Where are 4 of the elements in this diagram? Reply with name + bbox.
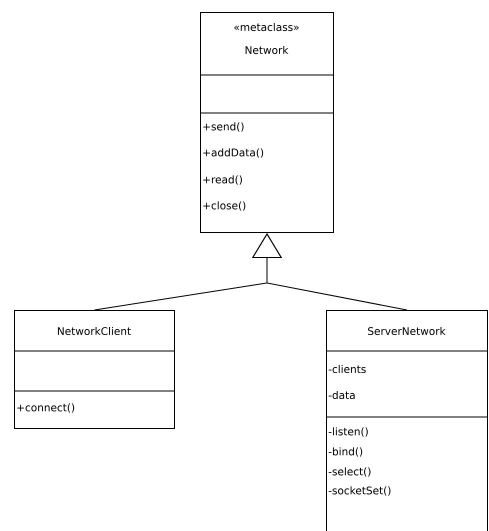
class-box: NetworkClient +connect() bbox=[14, 310, 175, 429]
class-box: ServerNetwork -clients -data -listen() -bind() -select() -socketSet() bbox=[326, 310, 488, 531]
class-box: «metaclass» Network +send() +addData() +read() +close() bbox=[200, 12, 334, 233]
generalization-arrow bbox=[252, 233, 408, 310]
